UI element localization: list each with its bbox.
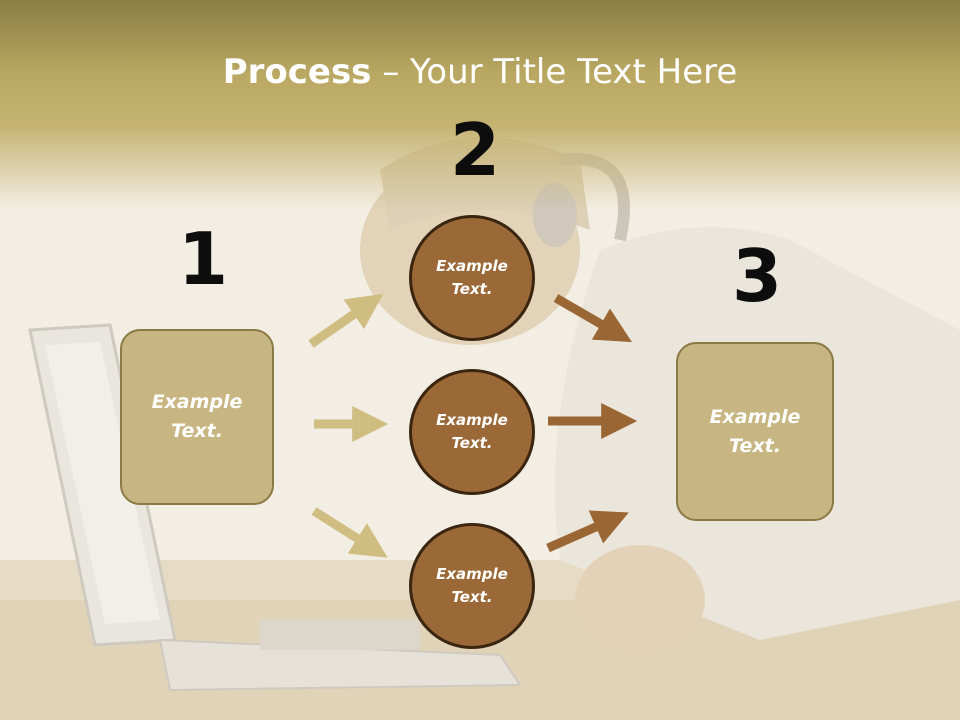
title-rest: – Your Title Text Here <box>371 52 738 92</box>
arrow-from-circle-3 <box>546 510 629 553</box>
arrow-to-circle-1 <box>308 293 384 348</box>
step-number-2: 2 <box>450 108 501 192</box>
step-3-text: Example Text. <box>709 405 801 457</box>
step-2-circle-bottom: Example Text. <box>409 523 535 649</box>
circle-3-text: Example Text. <box>436 565 508 606</box>
arrow-from-circle-1 <box>553 294 633 343</box>
step-2-circle-top: Example Text. <box>409 215 535 341</box>
title-band <box>0 0 960 210</box>
arrow-to-circle-3 <box>311 507 388 558</box>
step-2-circle-middle: Example Text. <box>409 369 535 495</box>
circle-1-text: Example Text. <box>436 257 508 298</box>
step-1-box: Example Text. <box>120 329 274 505</box>
step-1-text: Example Text. <box>151 391 243 442</box>
slide-title: Process – Your Title Text Here <box>0 52 960 92</box>
title-strong: Process <box>222 52 372 92</box>
circle-2-text: Example Text. <box>436 411 508 452</box>
step-number-1: 1 <box>178 217 229 301</box>
step-number-3: 3 <box>732 234 783 318</box>
step-3-box: Example Text. <box>676 342 834 521</box>
